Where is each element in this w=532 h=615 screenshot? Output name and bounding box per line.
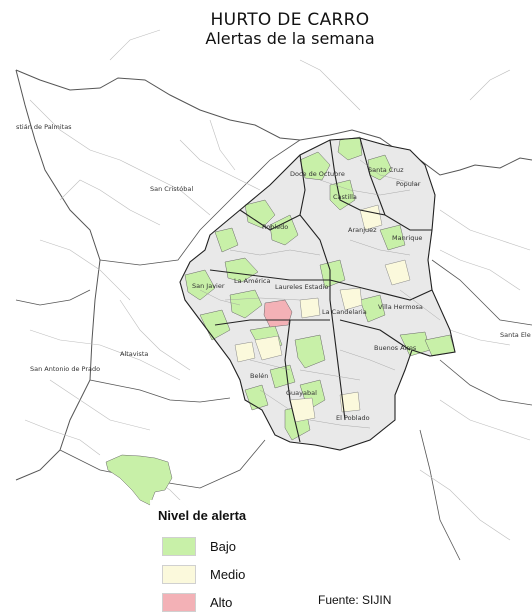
place-label-guayabal: Guayabal [286,389,317,397]
place-label-la-america: La América [234,277,271,285]
legend-swatch-medio [162,565,196,584]
source-credit: Fuente: SIJIN [318,593,392,607]
map-title: HURTO DE CARRO [210,10,370,30]
comuna-boundaries [179,137,456,451]
place-label-poblado: El Poblado [336,414,370,422]
place-label-laureles: Laureles Estadio [275,283,329,291]
barrio-lines [199,159,441,429]
place-label-candelaria: La Candelaria [322,308,367,316]
legend-label-bajo: Bajo [210,539,237,554]
rural-boundaries [15,69,532,561]
place-label-san-javier: San Javier [192,282,225,290]
alerta-medio-regions [234,204,411,423]
legend-swatch-alto [162,593,196,612]
place-label-santa-elena: Santa Ele [500,331,531,339]
place-label-robledo: Robledo [262,223,289,231]
place-label-santa-cruz: Santa Cruz [368,166,404,174]
place-label-doce-octubre: Doce de Octubre [290,170,345,178]
legend-label-medio: Medio [210,567,246,582]
legend: Nivel de alerta Bajo Medio Alto [150,500,430,613]
place-label-popular: Popular [396,180,421,188]
place-label-castilla: Castilla [333,193,357,201]
roads [24,29,531,541]
place-label-belen: Belén [250,372,269,380]
legend-title: Nivel de alerta [158,508,247,523]
map-subtitle: Alertas de la semana [205,29,375,48]
place-label-palmitas: stián de Palmitas [16,123,72,131]
place-label-san-cristobal: San Cristóbal [150,185,194,193]
place-label-manrique: Manrique [392,234,423,242]
place-label-altavista: Altavista [120,350,149,358]
legend-swatch-bajo [162,537,196,556]
place-label-aranjuez: Aranjuez [348,226,377,234]
legend-label-alto: Alto [210,595,233,610]
place-label-villa-hermosa: Villa Hermosa [378,303,423,311]
place-label-buenos-aires: Buenos Aires [374,344,417,352]
place-label-san-antonio: San Antonio de Prado [30,365,101,373]
